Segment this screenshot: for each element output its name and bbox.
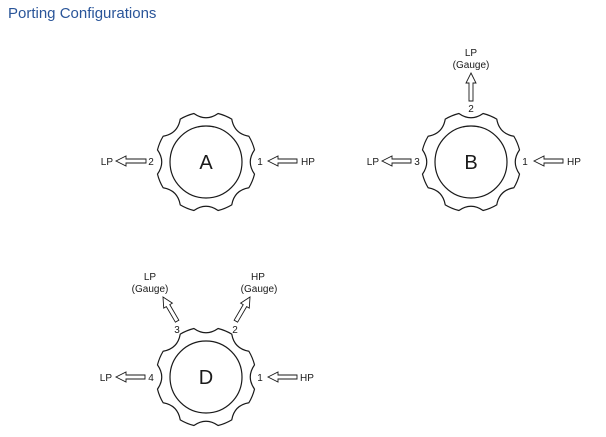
knob-center-circle bbox=[169, 125, 243, 199]
port-number: 2 bbox=[232, 325, 238, 336]
knob-center-circle bbox=[169, 340, 243, 414]
gauge-note: (Gauge) bbox=[132, 284, 169, 295]
port-number: 3 bbox=[174, 325, 180, 336]
connection-label: LP bbox=[101, 157, 114, 168]
connection-label: HP bbox=[251, 272, 265, 283]
gauge-arrow bbox=[233, 296, 251, 323]
inflow-arrow bbox=[532, 155, 564, 167]
port-number: 4 bbox=[148, 373, 154, 384]
connection-label: HP bbox=[567, 157, 581, 168]
gauge-arrow bbox=[162, 296, 180, 323]
port-number: 2 bbox=[148, 157, 154, 168]
config-b: B 3 LP 2 LP (Gauge) 1 HP bbox=[367, 48, 581, 212]
connection-label: LP bbox=[465, 48, 478, 59]
outflow-arrow bbox=[380, 155, 412, 167]
config-a: A 2 LP 1 HP bbox=[101, 112, 315, 212]
connection-label: LP bbox=[100, 373, 113, 384]
connection-label: LP bbox=[144, 272, 157, 283]
page-title: Porting Configurations bbox=[8, 5, 157, 22]
port-number: 2 bbox=[468, 104, 474, 115]
connection-label: HP bbox=[301, 157, 315, 168]
inflow-arrow bbox=[266, 371, 298, 383]
inflow-arrow bbox=[266, 155, 298, 167]
config-d: D 4 LP 3 LP (Gauge) 2 HP (Gauge) 1 HP bbox=[100, 272, 314, 427]
knob-center-circle bbox=[434, 125, 508, 199]
outflow-arrow bbox=[114, 371, 146, 383]
gauge-note: (Gauge) bbox=[241, 284, 278, 295]
config-label: A bbox=[199, 152, 213, 174]
config-label: D bbox=[199, 367, 213, 389]
port-number: 3 bbox=[414, 157, 420, 168]
outflow-arrow bbox=[114, 155, 147, 167]
port-number: 1 bbox=[257, 157, 263, 168]
gauge-arrow bbox=[465, 71, 477, 102]
gauge-note: (Gauge) bbox=[453, 60, 490, 71]
connection-label: LP bbox=[367, 157, 380, 168]
port-number: 1 bbox=[257, 373, 263, 384]
connection-label: HP bbox=[300, 373, 314, 384]
config-label: B bbox=[464, 152, 477, 174]
port-number: 1 bbox=[522, 157, 528, 168]
